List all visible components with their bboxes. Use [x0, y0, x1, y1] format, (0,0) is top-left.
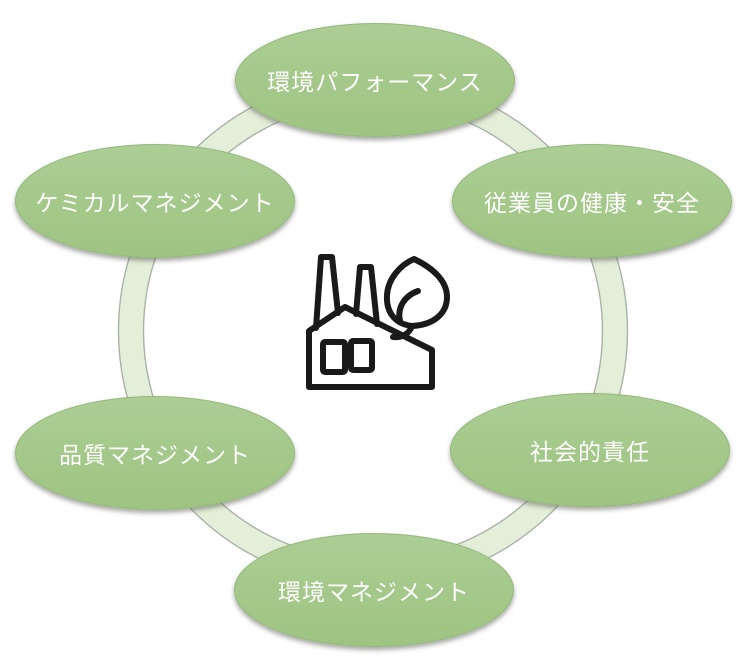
- factory-window-left: [320, 339, 348, 375]
- node-employee-health-safety: 従業員の健康・安全: [452, 144, 732, 258]
- eco-factory-icon: [306, 254, 450, 390]
- node-label: 環境マネジメント: [278, 579, 470, 605]
- node-chemical-management: ケミカルマネジメント: [15, 144, 295, 258]
- node-environmental-management: 環境マネジメント: [234, 533, 514, 647]
- leaf-vein: [396, 288, 421, 324]
- node-label: ケミカルマネジメント: [35, 190, 275, 216]
- factory-chimney-left: [313, 254, 341, 331]
- factory-chimney-right: [353, 264, 380, 327]
- node-label: 社会的責任: [530, 439, 650, 465]
- node-quality-management: 品質マネジメント: [15, 396, 295, 510]
- factory-window-right: [348, 338, 375, 373]
- leaf-stem: [390, 323, 415, 341]
- node-label: 環境パフォーマンス: [267, 69, 483, 95]
- node-label: 従業員の健康・安全: [484, 190, 700, 216]
- node-environmental-performance: 環境パフォーマンス: [235, 23, 515, 137]
- node-label: 品質マネジメント: [59, 442, 251, 468]
- node-social-responsibility: 社会的責任: [450, 393, 730, 507]
